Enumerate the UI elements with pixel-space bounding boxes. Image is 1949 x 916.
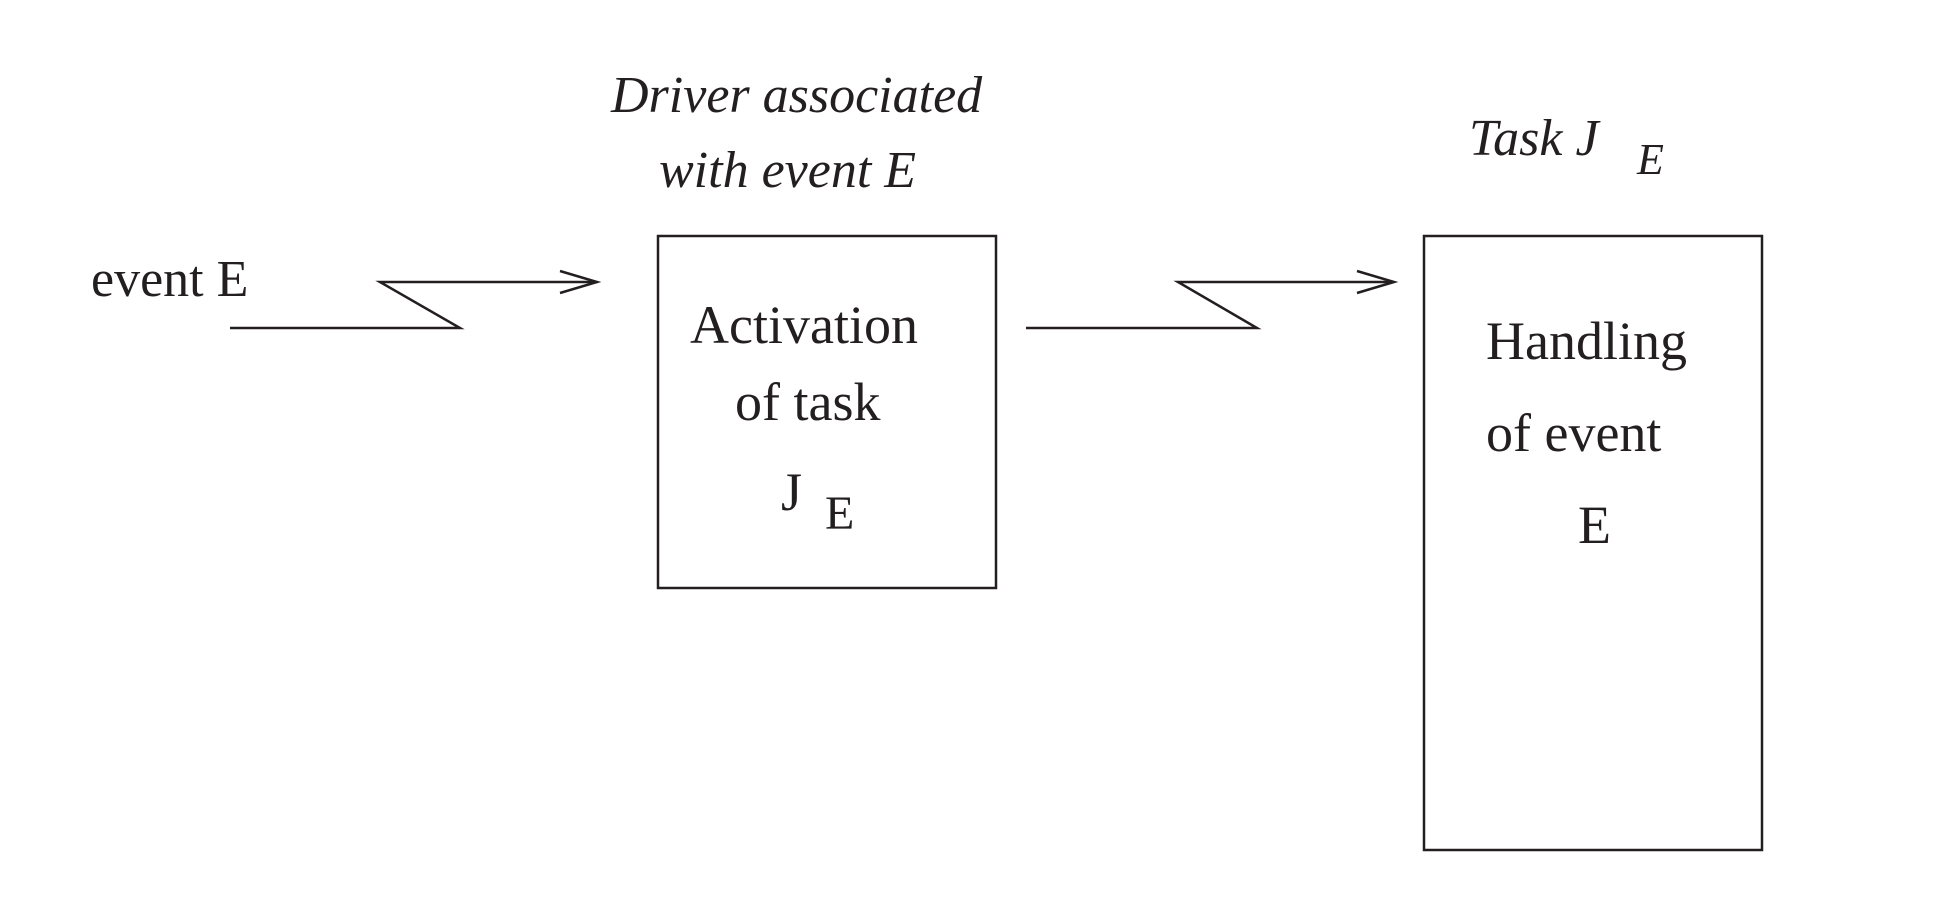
driver-box-line2: of task <box>735 372 881 432</box>
driver-title-line2: with event E <box>659 142 917 199</box>
signal-arrowhead <box>559 269 602 295</box>
signal-arrowhead <box>1356 269 1399 295</box>
driver-title-line1: Driver associated <box>611 67 983 124</box>
driver-box-task-subscript: E <box>825 487 855 540</box>
task-box-line2: of event <box>1486 403 1662 463</box>
task-box-line1: Handling <box>1486 311 1687 371</box>
signal-arrow-zigzag <box>230 280 597 330</box>
task-title-subscript: E <box>1637 135 1664 184</box>
driver-box <box>656 234 998 590</box>
task-title: Task J <box>1469 110 1599 167</box>
task-box-line3: E <box>1578 495 1611 555</box>
signal-arrow-driver-to-task <box>1026 269 1399 330</box>
task-box <box>1422 234 1764 852</box>
driver-box-task-symbol: J <box>781 462 803 522</box>
signal-arrow-zigzag <box>1026 280 1394 330</box>
signal-arrow-event-to-driver <box>230 269 602 330</box>
event-label: event E <box>91 251 249 308</box>
driver-box-line1: Activation <box>690 295 918 355</box>
